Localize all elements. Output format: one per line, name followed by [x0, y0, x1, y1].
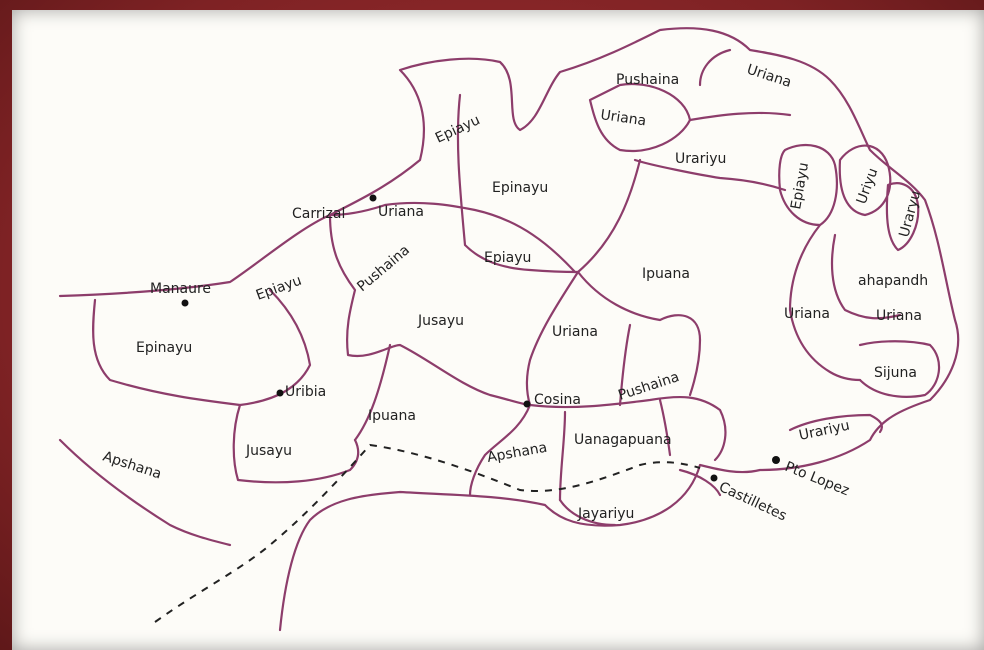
- boundary-cn-1: [328, 201, 577, 274]
- region-label: Uriana: [784, 306, 830, 322]
- region-label: Epiayu: [788, 161, 812, 210]
- region-label: Uriyu: [854, 166, 882, 206]
- region-label: Ipuana: [368, 408, 416, 424]
- boundary-ne-4: [688, 48, 792, 122]
- boundary-west-1: [92, 288, 312, 407]
- boundary-cn-3: [576, 270, 702, 397]
- sw-boundary: [58, 438, 232, 547]
- region-label: Urariyu: [675, 151, 726, 167]
- region-label: Uriana: [599, 107, 647, 129]
- map-paper: [12, 10, 984, 650]
- boundary-south-2: [353, 343, 392, 442]
- boundary-jusayu: [328, 213, 532, 407]
- region-label: Jayariyu: [577, 506, 634, 522]
- boundary-cn-2: [456, 93, 580, 274]
- town-label-castilletes: Castilletes: [716, 479, 789, 524]
- town-dot-uribia: [276, 389, 284, 397]
- town-label-uribia: Uribia: [285, 384, 326, 400]
- region-label: Pushaina: [616, 369, 681, 404]
- region-label: Jusayu: [417, 313, 464, 329]
- region-label: Uriana: [876, 308, 922, 324]
- town-dot-pto-lopez: [772, 456, 780, 464]
- region-label: Jusayu: [245, 443, 292, 459]
- region-label: Ipuana: [642, 266, 690, 282]
- boundary-ne-2: [633, 158, 787, 192]
- region-label: Urariyu: [798, 418, 852, 444]
- boundary-east-3: [788, 413, 884, 434]
- boundary-ne-1: [588, 82, 692, 153]
- region-label: Apshana: [486, 440, 549, 466]
- region-label: Epinayu: [136, 340, 192, 356]
- region-label: Sijuna: [874, 365, 917, 381]
- region-label: Apshana: [101, 449, 164, 483]
- boundary-south-1: [558, 468, 722, 527]
- boundary-cn-5: [528, 395, 727, 462]
- town-dot-manaure: [181, 299, 189, 307]
- boundary-east-2: [830, 233, 941, 398]
- town-dot-castilletes: [710, 474, 718, 482]
- boundary-cn-6: [558, 410, 567, 502]
- region-label: Uriana: [378, 204, 424, 220]
- town-label-carrizal: Carrizal: [292, 206, 345, 222]
- region-label: Uriana: [552, 324, 598, 340]
- town-label-manaure: Manaure: [150, 281, 211, 297]
- boundary-cn-7: [618, 323, 672, 457]
- region-label: Epiayu: [484, 250, 531, 266]
- boundary-west-2: [232, 403, 360, 484]
- region-label: ahapandh: [858, 273, 928, 289]
- region-label: Uriana: [745, 62, 794, 91]
- coastline: [58, 27, 960, 632]
- region-label: Pushaina: [354, 242, 413, 295]
- town-dot-carrizal: [369, 194, 377, 202]
- region-label: Epinayu: [492, 180, 548, 196]
- region-label: Uraryu: [896, 189, 924, 239]
- boundary-ne-3: [576, 158, 642, 274]
- town-label-cosina: Cosina: [534, 392, 581, 408]
- town-dot-cosina: [523, 400, 531, 408]
- region-label: Pushaina: [616, 72, 679, 88]
- boundary-east-1: [788, 223, 862, 382]
- region-label: Uanagapuana: [574, 432, 672, 448]
- town-label-pto-lopez: Pto Lopez: [783, 459, 852, 499]
